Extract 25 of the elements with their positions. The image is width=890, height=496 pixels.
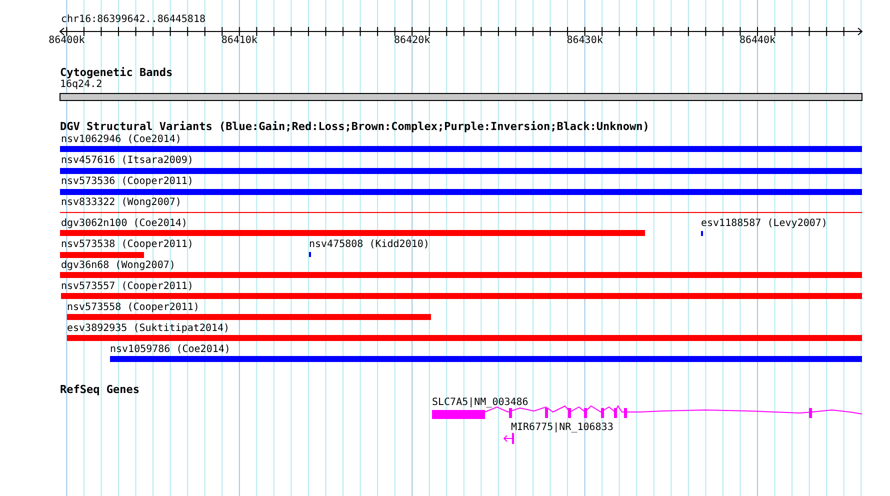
track-title: DGV Structural Variants (Blue:Gain;Red:Loss;Brown:Complex;Purple:Inversion;Black:Unknown) [60, 121, 650, 133]
feature-label: nsv1059786 (Coe2014) [110, 344, 230, 356]
band-label: 16q24.2 [60, 79, 102, 91]
gene-label: SLC7A5|NM_003486 [432, 397, 528, 409]
feature-label: nsv573558 (Cooper2011) [67, 302, 200, 314]
feature-label: nsv573538 (Cooper2011) [61, 239, 194, 251]
track-title: Cytogenetic Bands [60, 67, 173, 79]
position-label: chr16:86399642..86445818 [61, 14, 206, 26]
feature-label: esv1188587 (Levy2007) [701, 218, 828, 230]
feature-label: nsv1062946 (Coe2014) [61, 134, 182, 146]
scale-tick-label: 86420k [394, 35, 430, 47]
feature-label: nsv457616 (Itsara2009) [61, 155, 194, 167]
feature-label: esv3892935 (Suktitipat2014) [67, 323, 230, 335]
scale-tick-label: 86410k [221, 35, 258, 47]
scale-tick-label: 86440k [739, 35, 776, 47]
feature-label: nsv573557 (Cooper2011) [61, 281, 194, 293]
scale-tick-label: 86430k [566, 35, 603, 47]
feature-label: nsv475808 (Kidd2010) [309, 239, 430, 251]
feature-label: nsv833322 (Wong2007) [61, 197, 182, 209]
feature-label: nsv573536 (Cooper2011) [61, 176, 194, 188]
scale-tick-label: 86400k [48, 35, 85, 47]
feature-label: dgv3062n100 (Coe2014) [61, 218, 188, 230]
gene-label: MIR6775|NR_106833 [511, 422, 614, 434]
feature-label: dgv36n68 (Wong2007) [61, 260, 176, 272]
track-title: RefSeq Genes [60, 384, 140, 396]
